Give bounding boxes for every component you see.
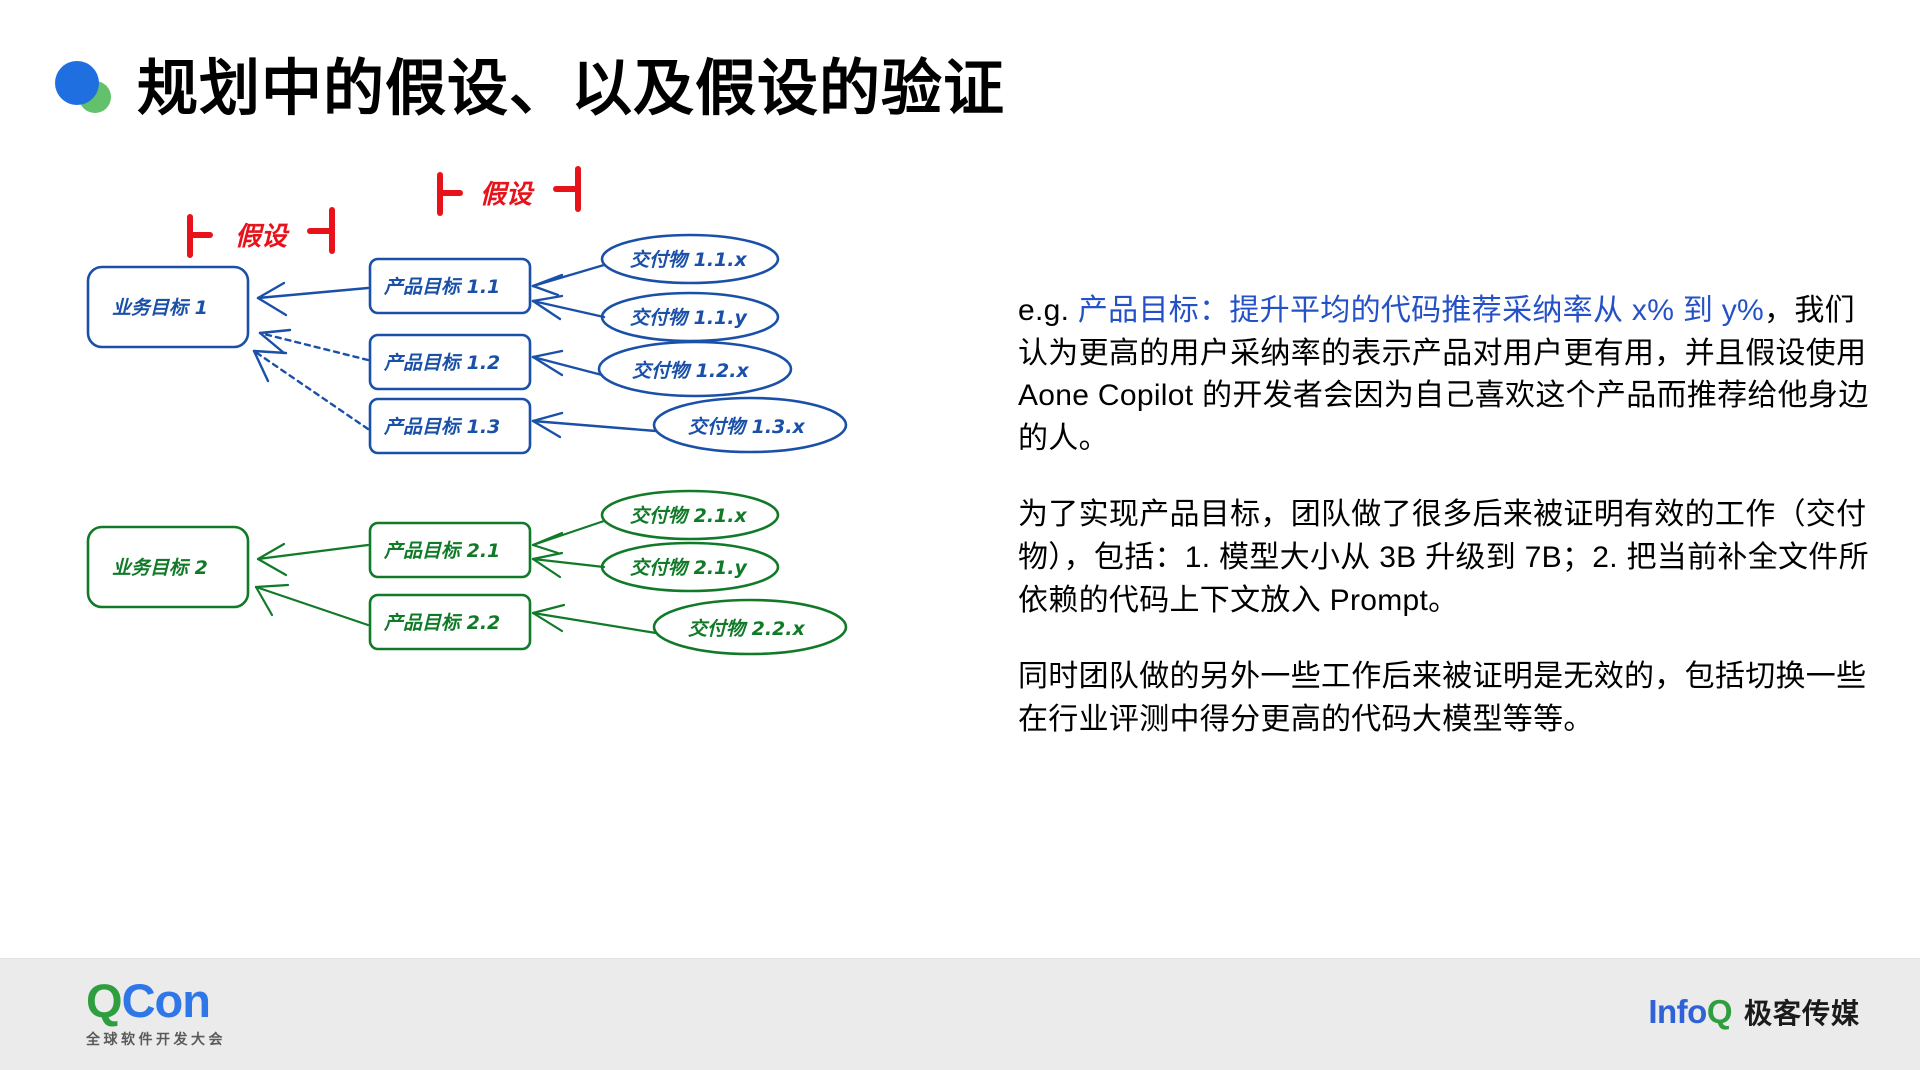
qcon-logo: QCon 全球软件开发大会 [86, 977, 226, 1049]
edge-pg11-to-bg1 [256, 281, 370, 317]
infoq-wordmark: InfoQ [1648, 995, 1732, 1028]
node-product-goal-1-3: 产品目标 1.3 [368, 397, 532, 455]
node-label-product-goal-2-1: 产品目标 2.1 [383, 540, 500, 562]
annotation-hypothesis-1: 假设 [187, 207, 335, 258]
node-product-goal-2-1: 产品目标 2.1 [368, 521, 532, 579]
node-deliverable-1-1-y: 交付物 1.1.y [600, 291, 780, 343]
bullet-circles-icon [55, 57, 117, 119]
edge-pg13-to-bg1 [252, 349, 370, 431]
node-business-goal-1: 业务目标 1 [86, 265, 250, 349]
edge-d12x-to-pg12 [531, 349, 604, 377]
edge-pg21-to-bg2 [256, 542, 370, 577]
node-label-deliverable-1-1-y: 交付物 1.1.y [630, 307, 748, 329]
node-label-product-goal-1-3: 产品目标 1.3 [383, 416, 500, 438]
slide-header: 规划中的假设、以及假设的验证 [55, 40, 1005, 136]
paragraph-example-accent: 产品目标：提升平均的代码推荐采纳率从 x% 到 y% [1077, 294, 1765, 327]
qcon-letter-q: Q [86, 974, 123, 1027]
paragraph-effective-work: 为了实现产品目标，团队做了很多后来被证明有效的工作（交付物），包括：1. 模型大… [1018, 498, 1869, 617]
qcon-letters-con: Con [121, 974, 211, 1027]
edge-pg12-to-bg1 [258, 328, 370, 362]
edge-d11x-to-pg11 [531, 263, 606, 297]
paragraph-example-prefix: e.g. [1018, 294, 1078, 327]
node-product-goal-1-1: 产品目标 1.1 [368, 257, 532, 315]
qcon-subtitle: 全球软件开发大会 [86, 1031, 226, 1047]
node-deliverable-2-1-y: 交付物 2.1.y [600, 541, 780, 593]
node-label-product-goal-1-2: 产品目标 1.2 [383, 352, 500, 374]
annotation-hypothesis-2: 假设 [437, 166, 581, 216]
infoq-logo: InfoQ 极客传媒 [1648, 995, 1860, 1028]
infoq-subtitle: 极客传媒 [1743, 998, 1860, 1029]
body-text-column: e.g. 产品目标：提升平均的代码推荐采纳率从 x% 到 y%，我们认为更高的用… [1018, 290, 1878, 741]
node-label-business-goal-1: 业务目标 1 [112, 297, 208, 319]
edge-d13x-to-pg13 [531, 411, 658, 439]
node-label-deliverable-2-1-x: 交付物 2.1.x [630, 505, 747, 527]
infoq-letter-q: Q [1706, 993, 1733, 1030]
qcon-wordmark: QCon [86, 977, 226, 1024]
edge-d22x-to-pg22 [531, 603, 658, 635]
edge-d11y-to-pg11 [531, 294, 606, 321]
node-label-deliverable-2-1-y: 交付物 2.1.y [630, 557, 748, 579]
node-label-deliverable-1-1-x: 交付物 1.1.x [630, 249, 747, 271]
page-title: 规划中的假设、以及假设的验证 [137, 53, 1006, 122]
node-deliverable-2-2-x: 交付物 2.2.x [652, 598, 848, 656]
annotation-label-1: 假设 [235, 222, 290, 252]
paragraph-ineffective-work: 同时团队做的另外一些工作后来被证明是无效的，包括切换一些在行业评测中得分更高的代… [1018, 660, 1867, 736]
node-product-goal-2-2: 产品目标 2.2 [368, 593, 532, 651]
edge-d21x-to-pg21 [531, 519, 606, 555]
node-deliverable-2-1-x: 交付物 2.1.x [600, 489, 780, 541]
node-label-business-goal-2: 业务目标 2 [112, 557, 208, 579]
node-product-goal-1-2: 产品目标 1.2 [368, 333, 532, 391]
node-label-deliverable-2-2-x: 交付物 2.2.x [688, 618, 805, 640]
slide-footer: QCon 全球软件开发大会 InfoQ 极客传媒 [0, 958, 1920, 1070]
paragraph-example-rest: ，我们认为更高的用户采纳率的表示产品对用户更有用，并且假设使用 Aone Cop… [1018, 294, 1869, 455]
node-label-deliverable-1-3-x: 交付物 1.3.x [688, 416, 805, 438]
bullet-blue-circle-icon [55, 61, 99, 105]
infoq-letters-info: Info [1648, 993, 1707, 1030]
paragraph-example: e.g. 产品目标：提升平均的代码推荐采纳率从 x% 到 y%，我们认为更高的用… [1018, 290, 1878, 460]
edge-d21y-to-pg21 [531, 551, 606, 579]
node-deliverable-1-3-x: 交付物 1.3.x [652, 396, 848, 454]
node-deliverable-1-2-x: 交付物 1.2.x [597, 340, 793, 398]
node-label-product-goal-1-1: 产品目标 1.1 [383, 276, 500, 298]
node-label-product-goal-2-2: 产品目标 2.2 [383, 612, 500, 634]
annotation-label-2: 假设 [480, 180, 535, 210]
edge-pg22-to-bg2 [254, 583, 370, 627]
node-deliverable-1-1-x: 交付物 1.1.x [600, 233, 780, 285]
node-business-goal-2: 业务目标 2 [86, 525, 250, 609]
goal-tree-diagram: .bx { fill: none; stroke: #1a50a8; strok… [70, 155, 970, 675]
node-label-deliverable-1-2-x: 交付物 1.2.x [632, 360, 749, 382]
